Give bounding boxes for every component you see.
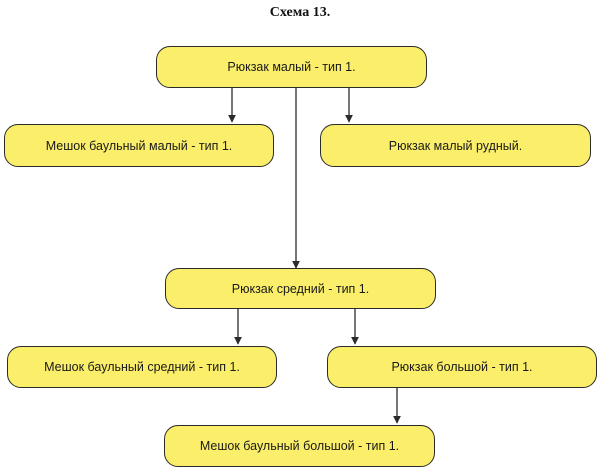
node-sack-medium: Мешок баульный средний - тип 1. [7, 346, 277, 388]
node-sack-large: Мешок баульный большой - тип 1. [164, 425, 435, 467]
node-label: Мешок баульный малый - тип 1. [45, 138, 233, 153]
node-label: Рюкзак большой - тип 1. [391, 360, 533, 374]
node-label: Мешок баульный средний - тип 1. [44, 360, 240, 374]
node-backpack-medium: Рюкзак средний - тип 1. [165, 268, 436, 309]
node-label: Мешок баульный большой - тип 1. [199, 439, 400, 453]
node-backpack-small: Рюкзак малый - тип 1. [156, 46, 427, 88]
node-backpack-large: Рюкзак большой - тип 1. [327, 346, 597, 388]
node-sack-small: Мешок баульный малый - тип 1. [4, 124, 274, 167]
node-label: Рюкзак средний - тип 1. [231, 281, 370, 296]
node-backpack-small-ore: Рюкзак малый рудный. [320, 124, 591, 167]
node-label: Рюкзак малый рудный. [388, 138, 523, 153]
node-label: Рюкзак малый - тип 1. [227, 60, 356, 74]
diagram-title: Схема 13. [269, 5, 331, 20]
